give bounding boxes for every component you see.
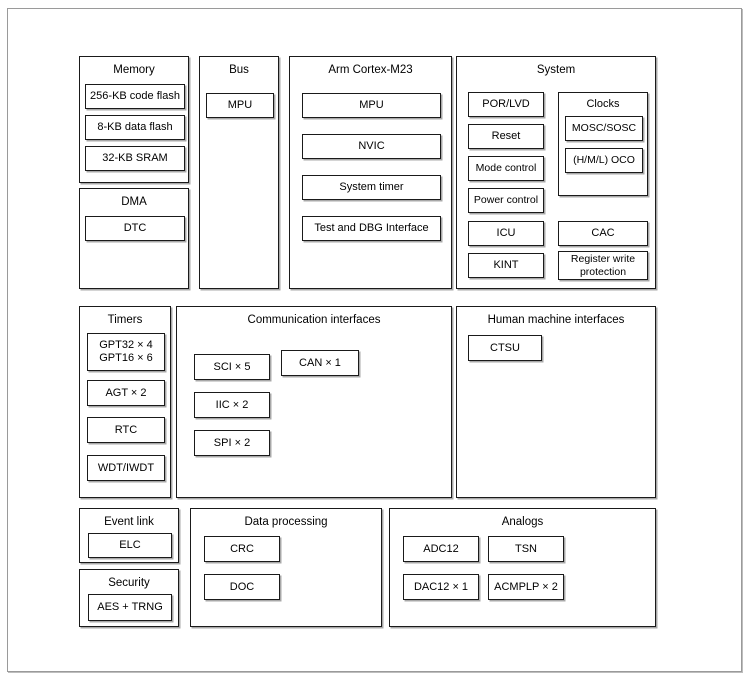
block-acmplp[interactable]: ACMPLP × 2 (488, 574, 564, 600)
block-power-control[interactable]: Power control (468, 188, 544, 213)
block-kint[interactable]: KINT (468, 253, 544, 278)
group-hmi-title: Human machine interfaces (487, 314, 625, 326)
block-system-timer[interactable]: System timer (302, 175, 441, 200)
block-can[interactable]: CAN × 1 (281, 350, 359, 376)
block-ctsu[interactable]: CTSU (468, 335, 542, 361)
group-timers-title: Timers (107, 314, 143, 326)
block-icu[interactable]: ICU (468, 221, 544, 246)
block-wdt-iwdt[interactable]: WDT/IWDT (87, 455, 165, 481)
group-analogs: Analogs ADC12 TSN DAC12 × 1 ACMPLP × 2 (389, 508, 656, 627)
diagram-outer-frame: Memory 256-KB code flash 8-KB data flash… (7, 8, 742, 672)
group-data-processing-title: Data processing (244, 516, 328, 528)
block-por-lvd[interactable]: POR/LVD (468, 92, 544, 117)
block-register-write-protection[interactable]: Register write protection (558, 251, 648, 280)
group-data-processing: Data processing CRC DOC (190, 508, 382, 627)
group-hmi: Human machine interfaces CTSU (456, 306, 656, 498)
block-adc12[interactable]: ADC12 (403, 536, 479, 562)
group-security: Security AES + TRNG (79, 569, 179, 627)
group-communication-title: Communication interfaces (247, 314, 381, 326)
block-rtc[interactable]: RTC (87, 417, 165, 443)
block-nvic[interactable]: NVIC (302, 134, 441, 159)
block-gpt[interactable]: GPT32 × 4 GPT16 × 6 (87, 333, 165, 371)
block-spi[interactable]: SPI × 2 (194, 430, 270, 456)
block-bus-mpu[interactable]: MPU (206, 93, 274, 118)
group-dma: DMA DTC (79, 188, 189, 289)
block-dac12[interactable]: DAC12 × 1 (403, 574, 479, 600)
block-sci[interactable]: SCI × 5 (194, 354, 270, 380)
group-memory: Memory 256-KB code flash 8-KB data flash… (79, 56, 189, 183)
block-mode-control[interactable]: Mode control (468, 156, 544, 181)
block-sram[interactable]: 32-KB SRAM (85, 146, 185, 171)
block-cac[interactable]: CAC (558, 221, 648, 246)
group-memory-title: Memory (113, 64, 155, 76)
group-event-link-title: Event link (104, 516, 154, 528)
block-hml-oco[interactable]: (H/M/L) OCO (565, 148, 643, 173)
block-code-flash[interactable]: 256-KB code flash (85, 84, 185, 109)
block-mosc-sosc[interactable]: MOSC/SOSC (565, 116, 643, 141)
block-reset[interactable]: Reset (468, 124, 544, 149)
block-aes-trng[interactable]: AES + TRNG (88, 594, 172, 621)
block-cpu-mpu[interactable]: MPU (302, 93, 441, 118)
group-bus-title: Bus (229, 64, 249, 76)
group-communication: Communication interfaces SCI × 5 CAN × 1… (176, 306, 452, 498)
block-iic[interactable]: IIC × 2 (194, 392, 270, 418)
group-dma-title: DMA (121, 196, 147, 208)
block-dtc[interactable]: DTC (85, 216, 185, 241)
group-timers: Timers GPT32 × 4 GPT16 × 6 AGT × 2 RTC W… (79, 306, 171, 498)
block-doc[interactable]: DOC (204, 574, 280, 600)
block-elc[interactable]: ELC (88, 533, 172, 558)
group-bus: Bus MPU (199, 56, 279, 289)
group-system: System POR/LVD Reset Mode control Power … (456, 56, 656, 289)
group-analogs-title: Analogs (501, 516, 544, 528)
block-agt[interactable]: AGT × 2 (87, 380, 165, 406)
group-cpu: Arm Cortex-M23 MPU NVIC System timer Tes… (289, 56, 452, 289)
block-crc[interactable]: CRC (204, 536, 280, 562)
group-event-link: Event link ELC (79, 508, 179, 563)
block-data-flash[interactable]: 8-KB data flash (85, 115, 185, 140)
block-test-dbg-interface[interactable]: Test and DBG Interface (302, 216, 441, 241)
group-cpu-title: Arm Cortex-M23 (328, 64, 413, 76)
subgroup-clocks: Clocks MOSC/SOSC (H/M/L) OCO (558, 92, 648, 196)
block-tsn[interactable]: TSN (488, 536, 564, 562)
group-system-title: System (536, 64, 576, 76)
subgroup-clocks-title: Clocks (586, 98, 620, 110)
group-security-title: Security (108, 577, 150, 589)
